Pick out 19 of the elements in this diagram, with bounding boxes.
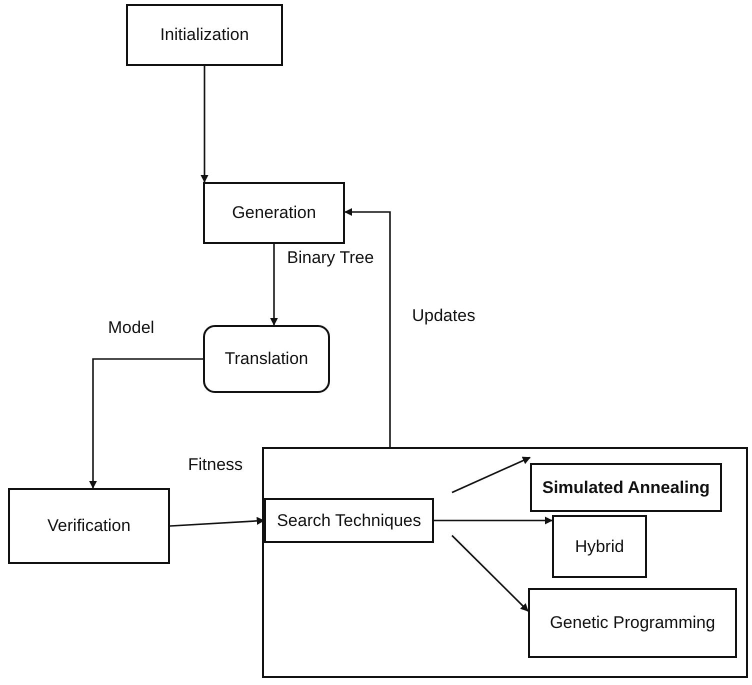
arrow bbox=[451, 534, 529, 612]
process-box: Simulated Annealing bbox=[530, 463, 722, 512]
process-box: Verification bbox=[8, 488, 170, 564]
process-box: Hybrid bbox=[552, 515, 647, 578]
arrow bbox=[452, 456, 531, 494]
edge-label: Binary Tree bbox=[285, 248, 376, 268]
arrow bbox=[89, 358, 203, 489]
process-box: Search Techniques bbox=[264, 498, 434, 543]
arrow bbox=[170, 516, 265, 527]
process-box: Initialization bbox=[126, 4, 283, 66]
group-frame bbox=[262, 447, 748, 678]
process-box: Genetic Programming bbox=[528, 588, 737, 658]
arrow bbox=[344, 208, 391, 447]
arrow bbox=[200, 66, 208, 183]
rounded-process-box: Translation bbox=[203, 325, 330, 393]
process-box: Generation bbox=[203, 182, 345, 244]
arrow bbox=[270, 244, 278, 326]
edge-label: Updates bbox=[410, 306, 478, 326]
arrow bbox=[434, 516, 553, 524]
